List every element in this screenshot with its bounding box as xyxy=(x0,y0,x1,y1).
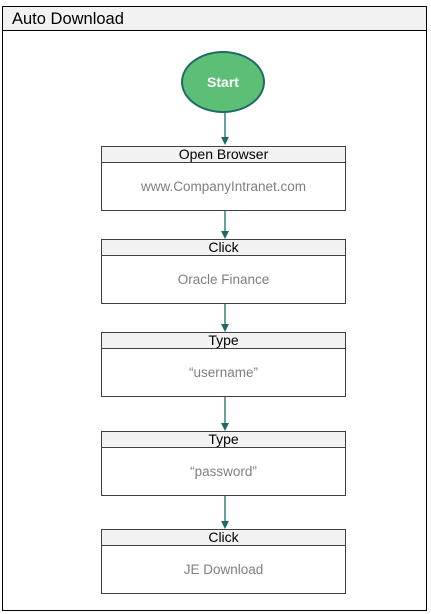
start-node: Start xyxy=(181,51,265,113)
diagram-title: Auto Download xyxy=(12,10,124,28)
step-action-label: Type xyxy=(102,333,345,349)
step-action-label: Type xyxy=(102,432,345,448)
step-target-label: www.CompanyIntranet.com xyxy=(140,179,307,194)
step-type-password: Type “password” xyxy=(101,431,346,496)
step-target-label: “password” xyxy=(190,464,257,479)
step-type-username: Type “username” xyxy=(101,332,346,397)
start-label: Start xyxy=(207,74,239,90)
step-target-label: “username” xyxy=(188,365,259,380)
step-action-label: Click xyxy=(102,240,345,256)
step-target-label: JE Download xyxy=(183,562,264,577)
step-open-browser: Open Browser www.CompanyIntranet.com xyxy=(101,146,346,211)
step-click-je-download: Click JE Download xyxy=(101,529,346,594)
step-action-label: Click xyxy=(102,530,345,546)
step-click-oracle-finance: Click Oracle Finance xyxy=(101,239,346,304)
step-action-label: Open Browser xyxy=(102,147,345,163)
frame-header: Auto Download xyxy=(3,7,426,31)
step-target-label: Oracle Finance xyxy=(177,272,270,287)
